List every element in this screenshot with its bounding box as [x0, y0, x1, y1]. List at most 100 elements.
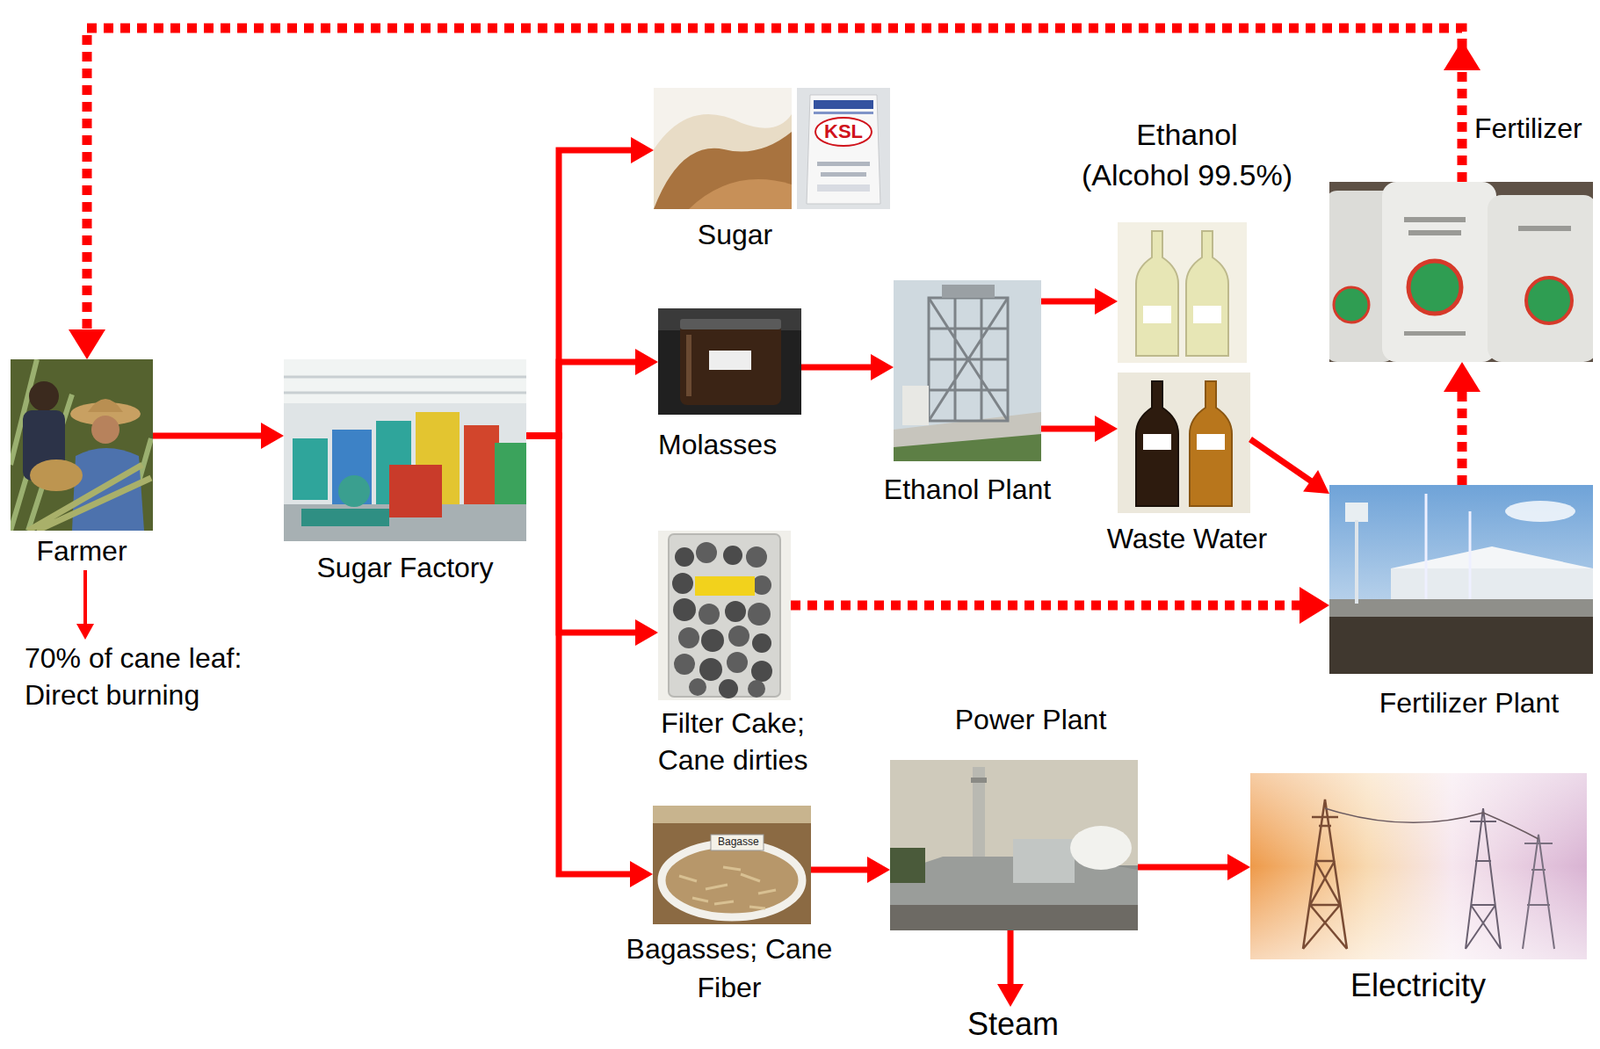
illustration-shape	[1250, 773, 1587, 960]
illustration-shape	[301, 508, 390, 527]
flow-arrow	[1443, 361, 1481, 486]
illustration-shape	[928, 297, 1008, 421]
caption-text: Filter Cake; Cane dirties	[636, 704, 830, 779]
illustration-shape	[28, 464, 152, 531]
node-text: Steam	[960, 1006, 1066, 1043]
illustration-shape	[653, 131, 792, 210]
illustration-shape	[1333, 287, 1369, 323]
illustration-shape	[728, 625, 750, 647]
illustration-shape	[1196, 434, 1225, 450]
photo-node: Ethanol(Alcohol 99.5%)	[1117, 222, 1247, 363]
illustration-shape	[893, 280, 1042, 462]
illustration-shape	[28, 381, 59, 412]
flow-arrow	[1041, 415, 1118, 442]
illustration-shape	[752, 633, 772, 653]
molasses-photo	[658, 308, 802, 415]
caption-text: Sugar Factory	[266, 551, 544, 585]
illustration-shape	[658, 530, 791, 701]
illustration-shape	[1013, 839, 1075, 884]
caption-text: Ethanol	[1072, 117, 1302, 153]
illustration-shape	[652, 805, 811, 925]
illustration-shape	[673, 542, 772, 698]
illustration-shape	[695, 542, 717, 564]
illustration-shape	[1324, 808, 1539, 840]
illustration-shape	[1526, 277, 1572, 324]
illustration-shape	[292, 438, 328, 500]
illustration-shape	[668, 534, 781, 697]
photo-text: Bagasse	[717, 835, 760, 848]
photo-node: Power Plant	[890, 760, 1138, 931]
illustration-shape	[283, 359, 527, 542]
solid-line	[526, 150, 633, 436]
solid-line	[83, 570, 87, 626]
illustration-shape	[29, 459, 83, 492]
arrow-head	[1443, 40, 1481, 71]
illustration-shape	[1487, 195, 1593, 362]
caption-text: Ethanol Plant	[867, 473, 1068, 507]
photo-node: Fertilizer	[1329, 181, 1593, 362]
illustration-shape	[1404, 217, 1466, 223]
flow-arrow	[526, 348, 659, 436]
flow-arrow	[790, 586, 1330, 624]
illustration-shape	[699, 658, 723, 681]
solid-line	[1007, 930, 1014, 986]
arrow-head	[260, 422, 284, 449]
illustration-shape	[673, 653, 696, 675]
flow-arrow	[801, 354, 894, 381]
illustration-shape	[709, 350, 752, 370]
flow-arrow	[1250, 439, 1330, 494]
photo-node: Electricity	[1250, 773, 1587, 960]
dashed-line	[1457, 390, 1468, 486]
fertilizer-plant-photo	[1329, 485, 1593, 674]
caption-text: Fertilizer	[1474, 112, 1593, 145]
illustration-shape	[815, 117, 872, 146]
illustration-shape	[701, 629, 724, 652]
illustration-shape	[658, 308, 802, 331]
flow-arrow	[1137, 854, 1251, 881]
photo-node: Farmer	[10, 359, 153, 571]
illustration-shape	[688, 678, 707, 696]
flow-arrow	[526, 435, 653, 888]
solid-line	[810, 867, 869, 874]
illustration-shape	[672, 572, 694, 594]
flow-arrow	[810, 856, 891, 884]
illustration-shape	[87, 398, 124, 413]
caption-text: Waste Water	[1081, 522, 1293, 556]
illustration-shape	[751, 660, 773, 682]
illustration-shape	[970, 777, 987, 783]
illustration-shape	[688, 179, 792, 210]
solid-line	[526, 361, 638, 436]
arrow-head	[635, 348, 659, 376]
illustration-shape	[726, 651, 748, 674]
illustration-shape	[747, 680, 766, 698]
photo-node: Fertilizer Plant	[1329, 485, 1593, 674]
illustration-shape	[658, 308, 802, 415]
illustration-shape	[1189, 381, 1232, 507]
fertilizer-bags-photo	[1329, 181, 1593, 362]
illustration-shape	[283, 376, 527, 393]
arrow-head	[997, 984, 1024, 1007]
illustration-shape	[1465, 808, 1501, 949]
illustration-shape	[1143, 434, 1172, 450]
illustration-shape	[890, 847, 926, 884]
arrow-head	[870, 354, 894, 381]
arrow-head	[1299, 586, 1330, 624]
arrow-head	[635, 619, 659, 646]
illustration-shape	[1522, 834, 1555, 949]
illustration-shape	[10, 359, 153, 531]
dashed-line	[86, 28, 1463, 332]
caption-text: Electricity	[1321, 967, 1515, 1004]
waste-water-bottles	[1117, 372, 1251, 514]
photo-node: Sugar	[653, 87, 891, 210]
illustration-shape	[653, 87, 792, 150]
arrow-head	[629, 861, 653, 888]
flow-arrow	[526, 435, 659, 646]
illustration-shape	[817, 161, 870, 167]
illustration-shape	[674, 547, 695, 567]
ethanol-bottles	[1117, 222, 1247, 363]
bagasse-photo	[652, 805, 811, 925]
illustration-shape	[695, 576, 755, 596]
sugar-photo	[653, 87, 891, 210]
